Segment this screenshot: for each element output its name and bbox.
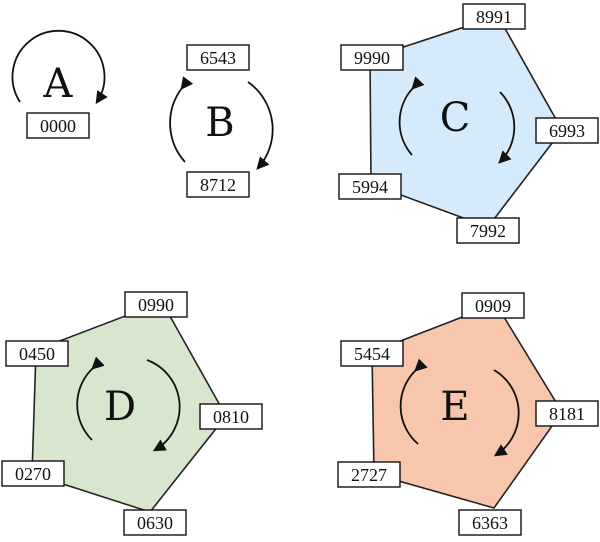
- cycle-c-number-box-bottom-left: 5994: [338, 173, 402, 200]
- cycle-d-arc-arrow-left: [76, 356, 105, 441]
- cycle-a-number-box: 0000: [26, 112, 90, 139]
- cycle-c-arc-arrow-left: [398, 76, 425, 156]
- cycle-e-arc-arrow-right: [493, 369, 520, 457]
- cycle-e-number-box-bottom-left: 2727: [337, 461, 401, 488]
- cycle-d-number-box-right: 0810: [199, 403, 263, 430]
- cycle-e-number-box-top-left: 5454: [340, 340, 404, 367]
- cycle-a: A 0000: [11, 30, 108, 139]
- cycle-d-number-box-bottom: 0630: [123, 509, 187, 536]
- cycle-b-number-0: 6543: [200, 48, 236, 68]
- cycle-e: E 0909 8181 6363 2727 5454: [337, 292, 599, 536]
- cycle-b-arc-arrow-left: [169, 76, 194, 163]
- cycle-c-number-box-top: 8991: [462, 3, 526, 30]
- cycle-e-number-1: 8181: [549, 404, 585, 424]
- cycle-a-label: A: [43, 61, 74, 107]
- cycle-b-number-box-bottom: 8712: [186, 171, 250, 198]
- cycle-d-number-4: 0450: [19, 344, 55, 364]
- cycle-e-arc-arrow-left: [399, 358, 428, 445]
- cycle-e-number-box-right: 8181: [535, 400, 599, 427]
- cycle-e-number-4: 5454: [354, 344, 390, 364]
- cycle-e-number-0: 0909: [475, 296, 511, 316]
- cycle-b-arc-arrow-right: [247, 81, 274, 170]
- cycle-d-number-box-top: 0990: [124, 291, 188, 318]
- cycle-d-number-3: 0270: [15, 464, 51, 484]
- cycle-d-number-box-top-left: 0450: [5, 340, 69, 367]
- cycle-d-number-1: 0810: [213, 407, 249, 427]
- cycle-c-label: C: [440, 95, 471, 141]
- cycle-c-number-3: 5994: [352, 177, 388, 197]
- cycle-d-number-0: 0990: [138, 295, 174, 315]
- cycle-d-arc-arrow-right: [146, 359, 181, 452]
- cycle-a-number-0: 0000: [40, 116, 76, 136]
- cycle-b-label: B: [205, 100, 234, 146]
- cycle-c-number-1: 6993: [549, 121, 585, 141]
- cycle-c-number-0: 8991: [476, 7, 512, 27]
- cycle-e-label: E: [440, 384, 469, 430]
- cycle-c: C 8991 6993 7992 5994 9990: [338, 3, 599, 244]
- cycle-c-arc-arrow-right: [498, 91, 516, 164]
- cycle-e-number-box-bottom: 6363: [458, 509, 522, 536]
- cycle-e-number-3: 2727: [351, 465, 387, 485]
- cycle-c-number-box-right: 6993: [535, 117, 599, 144]
- cycle-b: B 6543 8712: [169, 44, 274, 198]
- cycle-d-label: D: [104, 384, 136, 430]
- cycle-d: D 0990 0810 0630 0270 0450: [1, 291, 263, 536]
- cycle-b-number-box-top: 6543: [186, 44, 250, 71]
- cycle-c-number-box-bottom: 7992: [456, 217, 520, 244]
- cycle-c-number-box-top-left: 9990: [340, 44, 404, 71]
- cycle-e-number-2: 6363: [472, 513, 508, 533]
- cycle-c-number-4: 9990: [354, 48, 390, 68]
- cycle-c-number-2: 7992: [470, 221, 506, 241]
- cycle-b-number-1: 8712: [200, 175, 236, 195]
- cycle-d-number-2: 0630: [137, 513, 173, 533]
- cycle-a-arc-arrow: [11, 30, 108, 105]
- cycle-d-number-box-bottom-left: 0270: [1, 460, 65, 487]
- cycle-e-number-box-top: 0909: [461, 292, 525, 319]
